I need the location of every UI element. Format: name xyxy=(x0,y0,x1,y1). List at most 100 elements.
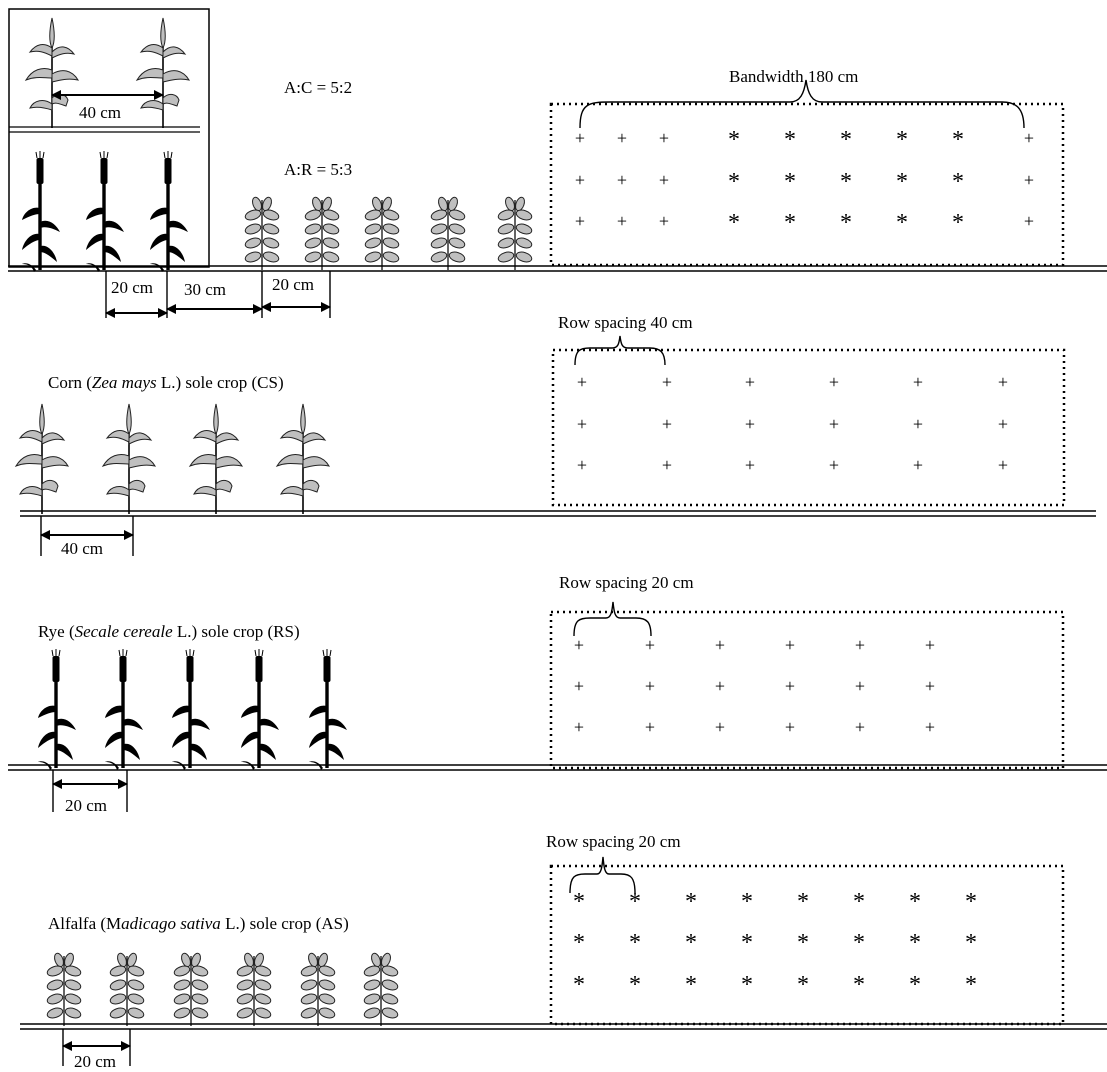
star-symbol: * xyxy=(728,127,740,153)
plus-symbol: + xyxy=(925,676,935,696)
plus-symbol: + xyxy=(715,717,725,737)
alfalfa-plant xyxy=(108,951,146,1027)
alfalfa-plant xyxy=(429,195,467,271)
plus-symbol: + xyxy=(659,211,669,231)
star-symbol: * xyxy=(629,930,641,956)
star-symbol: * xyxy=(797,889,809,915)
rye-plant xyxy=(170,647,212,772)
plus-symbol: + xyxy=(575,170,585,190)
star-symbol: * xyxy=(629,889,641,915)
rye-section: Rye (Secale cereale L.) sole crop (RS) 2… xyxy=(8,573,1107,815)
plus-symbol: + xyxy=(617,128,627,148)
plus-symbol: + xyxy=(925,635,935,655)
rye-field-box xyxy=(549,610,1065,770)
plus-symbol: + xyxy=(913,372,923,392)
star-symbol: * xyxy=(573,972,585,998)
dimension-label: 30 cm xyxy=(184,280,226,299)
plus-symbol: + xyxy=(998,414,1008,434)
rye-plant xyxy=(148,149,190,274)
plus-symbol: + xyxy=(577,414,587,434)
intercrop-symbol-grid: ++++++++++++*************** xyxy=(575,127,1034,236)
plus-symbol: + xyxy=(855,635,865,655)
alfalfa-section: Alfalfa (Madicago sativa L.) sole crop (… xyxy=(20,832,1107,1071)
plus-symbol: + xyxy=(575,128,585,148)
alfalfa-plant xyxy=(362,951,400,1027)
plus-symbol: + xyxy=(715,635,725,655)
corn-symbol-grid: ++++++++++++++++++ xyxy=(577,372,1008,475)
plus-symbol: + xyxy=(575,211,585,231)
row-spacing-brace xyxy=(569,856,636,894)
plus-symbol: + xyxy=(745,372,755,392)
rye-plant xyxy=(20,149,62,274)
plus-symbol: + xyxy=(785,676,795,696)
star-symbol: * xyxy=(952,210,964,236)
plus-symbol: + xyxy=(715,676,725,696)
row-spacing-brace xyxy=(573,601,652,637)
alfalfa-plant xyxy=(235,951,273,1027)
rye-symbol-grid: ++++++++++++++++++ xyxy=(574,635,935,737)
ratio-ac-label: A:C = 5:2 xyxy=(284,78,352,97)
plus-symbol: + xyxy=(913,414,923,434)
plus-symbol: + xyxy=(659,170,669,190)
rye-dimension-label: 20 cm xyxy=(65,796,107,815)
plus-symbol: + xyxy=(662,372,672,392)
plus-symbol: + xyxy=(574,717,584,737)
star-symbol: * xyxy=(965,972,977,998)
star-symbol: * xyxy=(840,210,852,236)
alfalfa-plant xyxy=(496,195,534,271)
star-symbol: * xyxy=(784,169,796,195)
star-symbol: * xyxy=(853,889,865,915)
bandwidth-brace xyxy=(579,79,1025,129)
plus-symbol: + xyxy=(925,717,935,737)
plus-symbol: + xyxy=(829,414,839,434)
plus-symbol: + xyxy=(645,676,655,696)
star-symbol: * xyxy=(965,930,977,956)
plus-symbol: + xyxy=(662,414,672,434)
rye-plant xyxy=(239,647,281,772)
star-symbol: * xyxy=(853,972,865,998)
alfalfa-dimension-label: 20 cm xyxy=(74,1052,116,1071)
dimension-label: 20 cm xyxy=(272,275,314,294)
star-symbol: * xyxy=(952,127,964,153)
plus-symbol: + xyxy=(617,170,627,190)
alfalfa-field-box xyxy=(549,864,1065,1026)
intercrop-inset-box xyxy=(8,8,210,268)
plus-symbol: + xyxy=(855,676,865,696)
alfalfa-row-spacing-label: Row spacing 20 cm xyxy=(546,832,681,851)
corn-plant xyxy=(276,403,330,515)
rye-plant xyxy=(103,647,145,772)
inset-dimension-label: 40 cm xyxy=(79,103,121,122)
star-symbol: * xyxy=(896,169,908,195)
plus-symbol: + xyxy=(659,128,669,148)
corn-plant xyxy=(25,17,79,129)
star-symbol: * xyxy=(685,889,697,915)
bandwidth-label: Bandwidth 180 cm xyxy=(729,67,858,86)
alfalfa-plant xyxy=(45,951,83,1027)
star-symbol: * xyxy=(728,169,740,195)
star-symbol: * xyxy=(685,972,697,998)
plus-symbol: + xyxy=(855,717,865,737)
star-symbol: * xyxy=(952,169,964,195)
star-symbol: * xyxy=(741,930,753,956)
corn-plant xyxy=(136,17,190,129)
alfalfa-plant xyxy=(299,951,337,1027)
alfalfa-plant xyxy=(363,195,401,271)
row-spacing-brace xyxy=(574,335,666,366)
alfalfa-plant xyxy=(172,951,210,1027)
star-symbol: * xyxy=(909,889,921,915)
alfalfa-symbol-grid: ************************ xyxy=(573,889,977,998)
rye-crop-label: Rye (Secale cereale L.) sole crop (RS) xyxy=(38,622,300,641)
star-symbol: * xyxy=(909,930,921,956)
corn-plant xyxy=(189,403,243,515)
dimension-label: 20 cm xyxy=(111,278,153,297)
alfalfa-plant xyxy=(303,195,341,271)
plus-symbol: + xyxy=(998,455,1008,475)
plus-symbol: + xyxy=(577,372,587,392)
corn-crop-label: Corn (Zea mays L.) sole crop (CS) xyxy=(48,373,284,392)
rye-plant xyxy=(307,647,349,772)
plus-symbol: + xyxy=(662,455,672,475)
star-symbol: * xyxy=(840,169,852,195)
rye-plant xyxy=(36,647,78,772)
